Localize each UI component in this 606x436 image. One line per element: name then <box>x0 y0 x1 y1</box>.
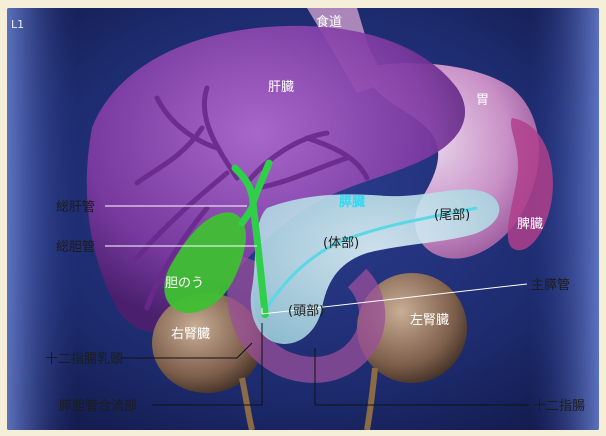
label-left-kidney: 左腎臓 <box>410 313 449 328</box>
label-pancreas-tail: (尾部) <box>434 208 470 223</box>
corner-label: L1 <box>11 18 24 31</box>
label-duodenum: 十二指腸 <box>533 399 585 414</box>
label-liver: 肝臓 <box>268 80 294 95</box>
label-gallbladder: 胆のう <box>165 276 204 291</box>
label-duodenal-papilla: 十二指腸乳頭 <box>45 352 123 367</box>
label-pancreas: 膵臓 <box>339 194 365 210</box>
label-spleen: 脾臓 <box>517 217 543 232</box>
label-common-hepatic-duct: 総肝管 <box>56 200 95 215</box>
label-pancreaticobiliary-junction: 膵胆管合流部 <box>59 399 137 414</box>
anatomy-illustration: L1 食道 肝臓 胃 脾臓 膵臓 (尾部) (体部) (頭部) 胆のう 右腎臓 … <box>7 8 599 430</box>
label-stomach: 胃 <box>476 93 489 108</box>
label-pancreas-body: (体部) <box>323 236 359 251</box>
label-pancreas-head: (頭部) <box>288 304 324 319</box>
label-esophagus: 食道 <box>316 14 342 30</box>
anatomy-svg: L1 食道 肝臓 胃 脾臓 膵臓 (尾部) (体部) (頭部) 胆のう 右腎臓 … <box>7 8 599 430</box>
label-right-kidney: 右腎臓 <box>171 327 210 342</box>
label-main-pancreatic-duct: 主膵管 <box>531 278 570 293</box>
label-common-bile-duct: 総胆管 <box>56 240 95 255</box>
